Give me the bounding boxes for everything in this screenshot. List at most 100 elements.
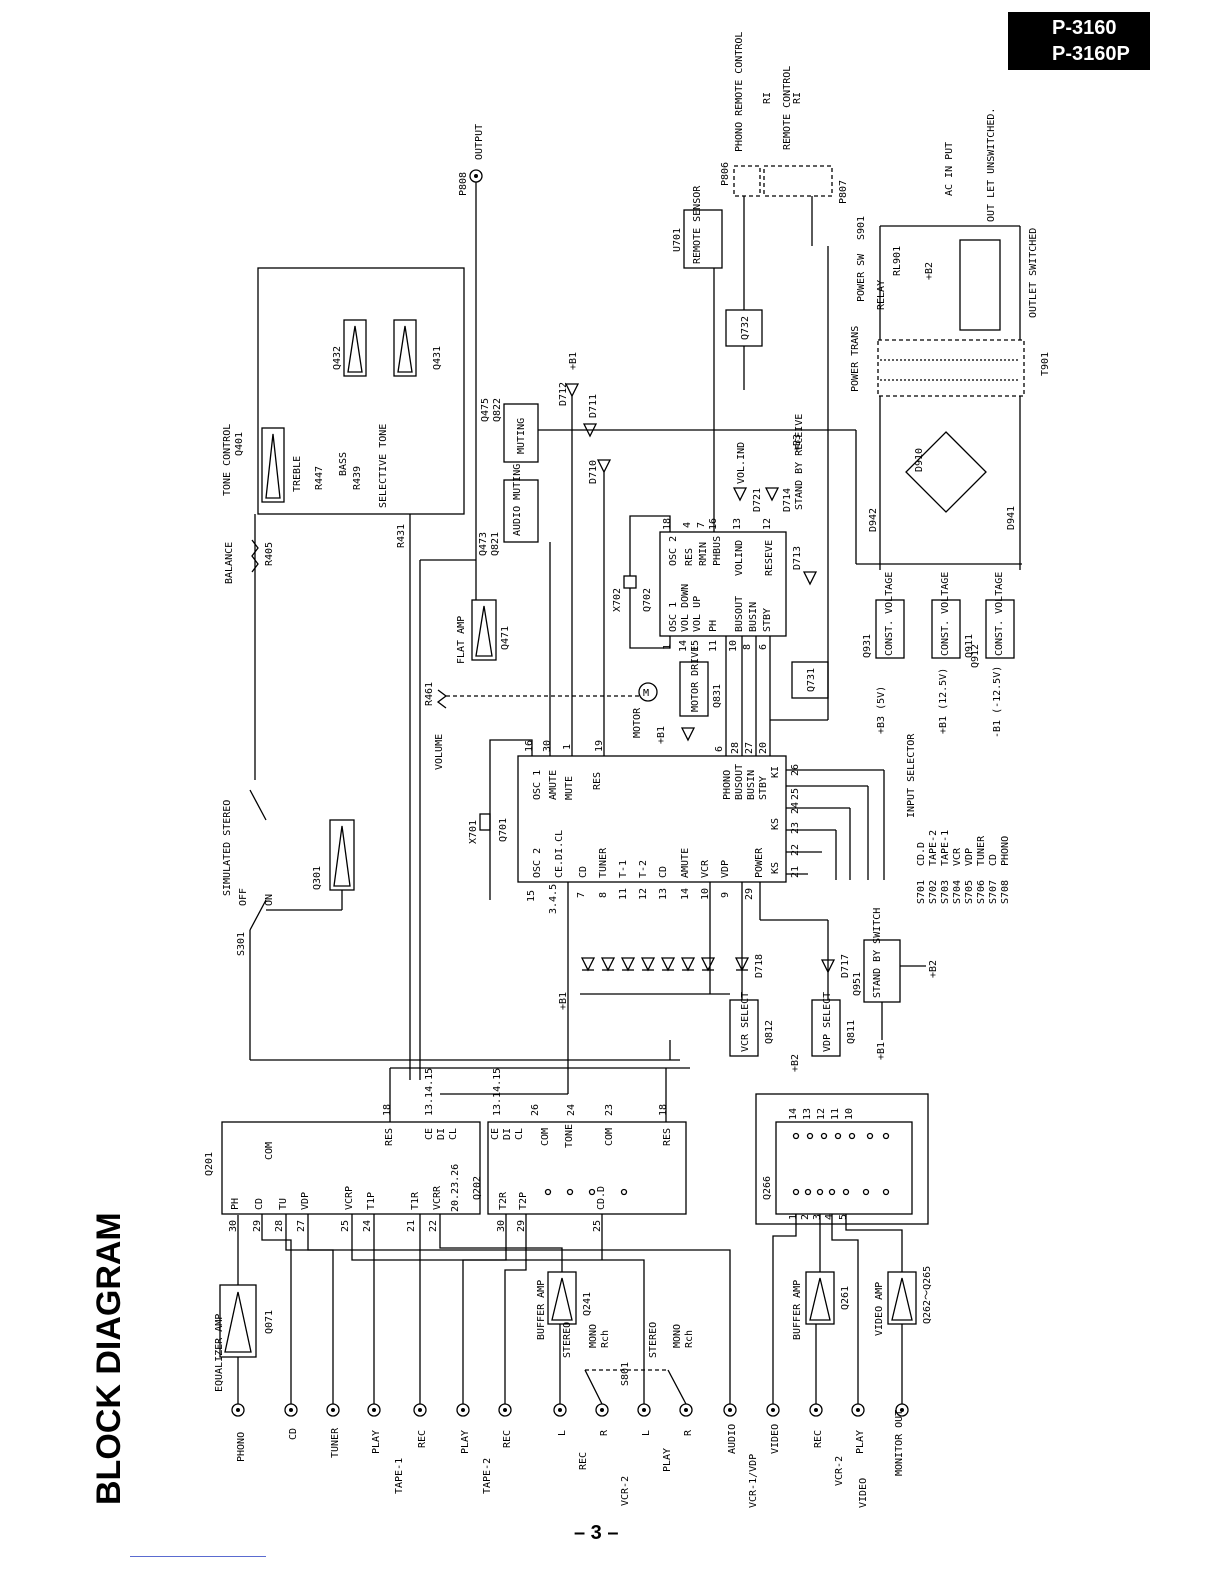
main-pin-busout: BUSOUT	[734, 764, 745, 800]
selective-tone-label: SELECTIVE TONE	[378, 424, 389, 508]
x701-label: X701	[468, 820, 479, 844]
q951-b2: +B2	[928, 960, 939, 978]
relay-b2: +B2	[924, 262, 935, 280]
main-num-6: 6	[714, 746, 725, 752]
motor-drive: MOTOR DRIVE Q831 M MOTOR +B1	[632, 646, 723, 744]
sub-pin-rmin: RMIN	[698, 542, 709, 566]
q266-num-3: 3	[812, 1214, 823, 1220]
q202-num-24: 24	[566, 1104, 577, 1116]
q201-pin-vdp: VDP	[300, 1192, 311, 1210]
phono-remote-label: PHONO REMOTE CONTROL	[734, 32, 745, 152]
q266-num-5: 5	[838, 1214, 849, 1220]
output-jack: OUTPUT P808	[458, 124, 485, 610]
sub-pin-volind: VOLIND	[734, 540, 745, 576]
ri-label-2: RI	[792, 92, 803, 104]
main-pin-cd2: CD	[658, 866, 669, 878]
main-num-15: 15	[526, 890, 537, 902]
const-voltage-label-2: CONST. VOLTAGE	[940, 572, 951, 656]
equalizer-amp: EQUALIZER AMP Q071	[214, 1215, 275, 1404]
q202-tone: TONE	[564, 1124, 575, 1148]
q812-label: Q812	[764, 1020, 775, 1044]
label-video-group: VIDEO	[858, 1478, 869, 1508]
buffer-amp-q261: BUFFER AMP Q261	[792, 1271, 851, 1340]
ri-label-1: RI	[762, 92, 773, 104]
led-row: +B1 D718	[558, 954, 765, 1010]
q701-label: Q701	[498, 818, 509, 842]
sub-pin-volup: VOL UP	[692, 596, 703, 632]
q911-label: Q911	[964, 634, 975, 658]
q266-num-4: 4	[824, 1214, 835, 1220]
input-selector-label: INPUT SELECTOR	[906, 733, 917, 818]
audio-muting: AUDIO MUTING Q473 Q821	[478, 464, 539, 556]
label-phono: PHONO	[236, 1432, 247, 1462]
u701-label: U701	[672, 228, 683, 252]
sub-pin-osc1: OSC 1	[668, 602, 679, 632]
main-num-20: 20	[758, 742, 769, 754]
label-vcr1-vdp: VCR-1/VDP	[748, 1454, 759, 1508]
main-num-30: 30	[542, 740, 553, 752]
main-num-7: 7	[576, 892, 587, 898]
motor-icon	[638, 682, 658, 702]
r461-label: R461	[424, 682, 435, 706]
simulated-stereo: Q301 SIMULATED STEREO OFF ON S301	[222, 789, 355, 1060]
vol-ind-label: VOL.IND	[736, 442, 747, 484]
q266-label: Q266	[762, 1176, 773, 1200]
s901-label: S901	[856, 216, 867, 240]
power-sw-label: POWER SW	[856, 253, 867, 302]
q931-label: Q931	[862, 634, 873, 658]
sel-fn-4: VCR	[952, 847, 963, 866]
outlet-switched-label: OUTLET SWITCHED	[1028, 228, 1039, 318]
vcr-select-label: VCR SELECT	[740, 992, 751, 1052]
control-wiring	[250, 196, 1022, 1122]
q201-num-24: 24	[362, 1220, 373, 1232]
q202-num-23: 23	[604, 1104, 615, 1116]
main-pin-busin: BUSIN	[746, 770, 757, 800]
q431-label: Q431	[432, 346, 443, 370]
q201-di: DI	[436, 1128, 447, 1140]
d718-label: D718	[754, 954, 765, 978]
sel-sw-7: S707	[988, 880, 999, 904]
label-vcr2-rec: REC	[578, 1452, 589, 1470]
sel-fn-7: CD	[988, 854, 999, 866]
d710-label: D710	[588, 460, 599, 484]
main-pin-tuner: TUNER	[598, 847, 609, 878]
motor-label: MOTOR	[632, 707, 643, 738]
video-amp: VIDEO AMP Q262～Q265	[874, 1266, 933, 1336]
simulated-stereo-label: SIMULATED STEREO	[222, 800, 233, 896]
balance-control: BALANCE R405	[224, 514, 275, 780]
q912-label: Q912	[970, 644, 981, 668]
q266-num-1: 1	[788, 1214, 799, 1220]
q201-num-25: 25	[340, 1220, 351, 1232]
main-num-345: 3.4.5	[548, 884, 559, 914]
q201-num-22: 22	[428, 1220, 439, 1232]
stereo-label-2: STEREO	[648, 1322, 659, 1358]
volume-flat-amp: VOLUME R461 FLAT AMP Q471	[424, 599, 640, 770]
q266-ic: Q266 1 2 3 4 5 14 13 12 11 10 +B2	[755, 1054, 929, 1225]
q201-num-27: 27	[296, 1220, 307, 1232]
sub-num-13: 13	[732, 518, 743, 530]
bass-label: BASS	[338, 452, 349, 476]
p807-label: P807	[838, 180, 849, 204]
sub-pin-ph: PH	[708, 620, 719, 632]
label-vcr2-play-r: R	[683, 1429, 694, 1436]
input-labels: PHONO CD TUNER PLAY REC TAPE-1 PLAY REC …	[236, 1410, 905, 1508]
model-badge: P-3160 P-3160P	[1008, 12, 1150, 70]
q432-label: Q432	[332, 346, 343, 370]
q071-label: Q071	[264, 1310, 275, 1334]
sel-sw-5: S705	[964, 880, 975, 904]
x701-crystal: X701 Q701	[468, 739, 533, 900]
sub-num-1: 1	[662, 644, 673, 650]
q821-label: Q821	[490, 532, 501, 556]
s301-label: S301	[236, 932, 247, 956]
sub-pin-busout: BUSOUT	[734, 596, 745, 632]
q702-label: Q702	[642, 588, 653, 612]
remote-control-label: REMOTE CONTROL	[782, 66, 793, 150]
q471-label: Q471	[500, 626, 511, 650]
label-monitor-out: MONITOR OUT	[894, 1410, 905, 1476]
sel-sw-3: S703	[940, 880, 951, 904]
stand-by-receive-label: STAND BY RECEIVE	[794, 414, 805, 510]
buffer-amp-label: BUFFER AMP	[536, 1280, 547, 1340]
flat-amp-label: FLAT AMP	[456, 616, 467, 664]
label-tape1-rec: REC	[417, 1430, 428, 1448]
s801-label: S801	[620, 1362, 631, 1386]
